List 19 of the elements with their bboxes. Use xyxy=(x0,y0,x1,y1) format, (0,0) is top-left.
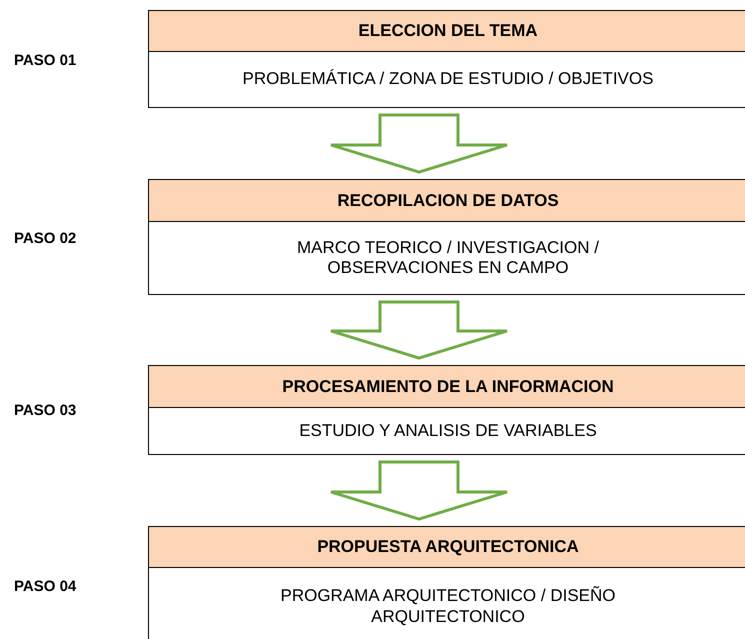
step-label: PASO 03 xyxy=(14,402,76,419)
step-box xyxy=(148,10,745,108)
block-arrow xyxy=(330,460,508,521)
step-box xyxy=(148,365,745,455)
step-description: ESTUDIO Y ANALISIS DE VARIABLES xyxy=(299,420,597,442)
step-title: RECOPILACION DE DATOS xyxy=(149,180,745,222)
step-title: ELECCION DEL TEMA xyxy=(149,11,745,52)
step-description: PROGRAMA ARQUITECTONICO / DISEÑO ARQUITECTONICO xyxy=(279,586,616,627)
step-label: PASO 01 xyxy=(14,52,76,69)
step-title: PROPUESTA ARQUITECTONICA xyxy=(149,527,745,568)
block-arrow xyxy=(330,300,508,360)
step-description: PROBLEMÁTICA / ZONA DE ESTUDIO / OBJETIVOS xyxy=(242,69,654,90)
step-label: PASO 02 xyxy=(14,230,76,247)
step-box xyxy=(148,179,745,295)
step-box xyxy=(148,526,745,639)
step-label: PASO 04 xyxy=(14,578,76,595)
step-title: PROCESAMIENTO DE LA INFORMACION xyxy=(149,366,745,408)
block-arrow xyxy=(330,114,508,174)
step-description: MARCO TEORICO / INVESTIGACION / OBSERVACIONES EN CAMPO xyxy=(296,238,600,278)
